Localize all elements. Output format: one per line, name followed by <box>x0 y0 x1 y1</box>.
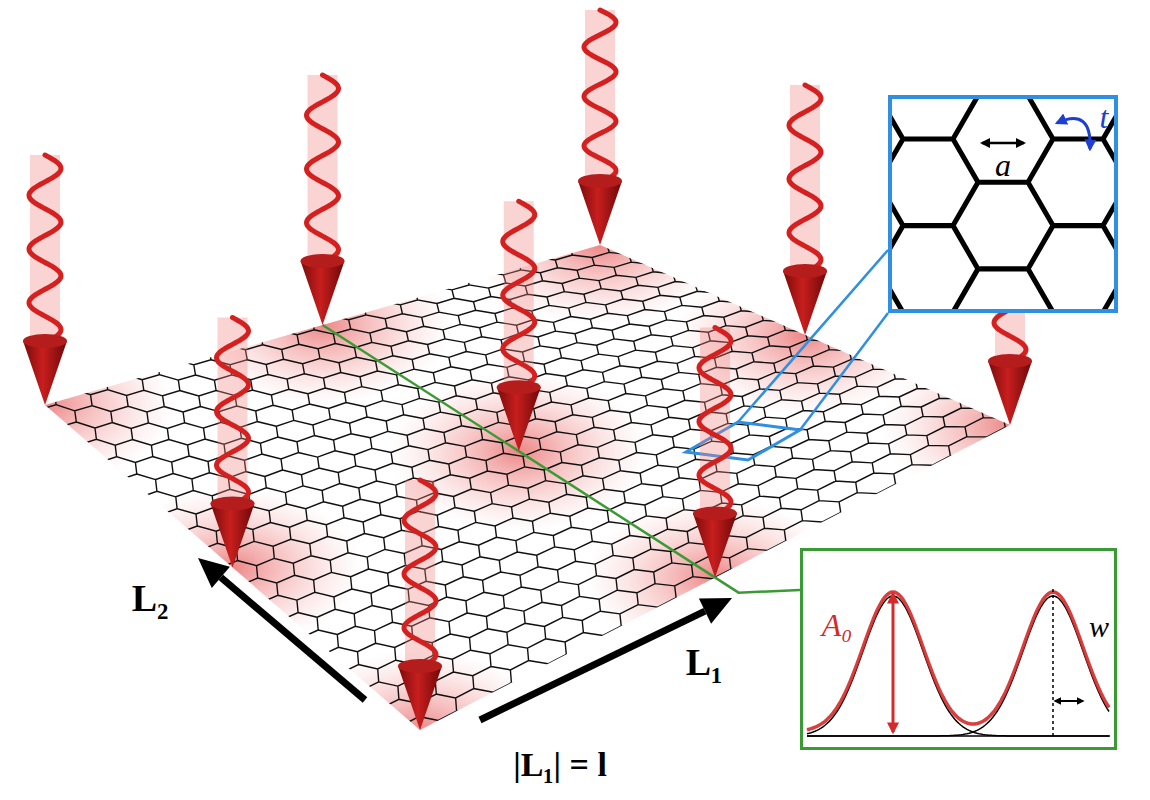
intensity-spot <box>880 345 1140 505</box>
hopping-arrow <box>1057 119 1090 149</box>
amplitude-arrow <box>892 594 895 732</box>
variable-label: w <box>1089 612 1109 642</box>
helical-beam <box>211 318 255 568</box>
vector-label: L₂ <box>132 579 169 617</box>
beam-cone-top <box>783 264 827 278</box>
beam-column <box>790 85 820 273</box>
vector-label: |L₁| = l <box>513 748 607 782</box>
gaussian-curve <box>807 596 1109 736</box>
beam-column <box>405 480 435 668</box>
beam-cone-top <box>497 380 541 394</box>
inset-drawing <box>803 551 1114 747</box>
peak-dotted-line <box>1052 589 1054 736</box>
vector-head <box>198 558 230 588</box>
variable-label: a <box>995 149 1011 181</box>
inset-honeycomb <box>892 99 1114 309</box>
beam-column <box>30 155 60 343</box>
lattice-vector <box>480 598 732 720</box>
vector-shaft <box>221 577 365 700</box>
helical-beam <box>693 328 737 578</box>
beam-helix <box>789 85 821 273</box>
beam-column <box>585 10 615 183</box>
helical-beam <box>578 10 622 245</box>
vector-shaft <box>480 611 705 720</box>
intensity-profile <box>807 592 1109 730</box>
beam-cone <box>301 261 345 325</box>
beam-cone <box>988 361 1032 425</box>
inset-drawing <box>892 99 1114 309</box>
beam-cone-top <box>398 659 442 673</box>
beam-cone <box>398 666 442 730</box>
beam-cone <box>578 181 622 245</box>
beam-cone-top <box>988 354 1032 368</box>
beam-cone <box>23 341 67 405</box>
helical-beam <box>23 155 67 405</box>
beam-column <box>218 318 248 506</box>
inset-leader-line <box>738 250 888 430</box>
helical-beam <box>301 75 345 325</box>
beam-column <box>700 328 730 516</box>
cut-line <box>323 325 801 593</box>
beam-cone <box>211 504 255 568</box>
variable-label: t <box>1100 101 1109 133</box>
beam-cone-top <box>693 507 737 521</box>
variable-label: A₀ <box>822 609 853 641</box>
beam-cone-top <box>23 334 67 348</box>
vector-label: L₁ <box>686 643 723 681</box>
beam-helix <box>584 10 616 183</box>
width-arrow <box>1055 700 1083 702</box>
vector-head <box>699 598 732 624</box>
bond-length-arrow <box>982 142 1024 145</box>
helical-beam <box>497 201 541 451</box>
gaussian-curve <box>807 596 1109 736</box>
helical-beam <box>783 85 827 335</box>
intensity-spot <box>103 488 363 648</box>
beam-helix <box>503 201 535 389</box>
helical-beam <box>398 480 442 730</box>
beam-helix <box>29 155 61 343</box>
intensity-spot <box>0 325 175 485</box>
beam-cone <box>497 387 541 451</box>
beam-cone <box>693 514 737 578</box>
beam-column <box>504 201 534 389</box>
beam-helix <box>699 328 731 516</box>
profile-inset: A₀ w <box>800 548 1117 750</box>
beam-cone-top <box>578 174 622 188</box>
beam-cone-top <box>211 497 255 511</box>
beam-helix <box>217 318 249 506</box>
lattice-inset: at <box>888 95 1118 313</box>
beam-cone <box>783 271 827 335</box>
beam-helix <box>307 75 339 263</box>
beam-cone-top <box>301 254 345 268</box>
beam-column <box>308 75 338 263</box>
beam-helix <box>404 480 436 668</box>
lattice-vector <box>198 558 365 700</box>
